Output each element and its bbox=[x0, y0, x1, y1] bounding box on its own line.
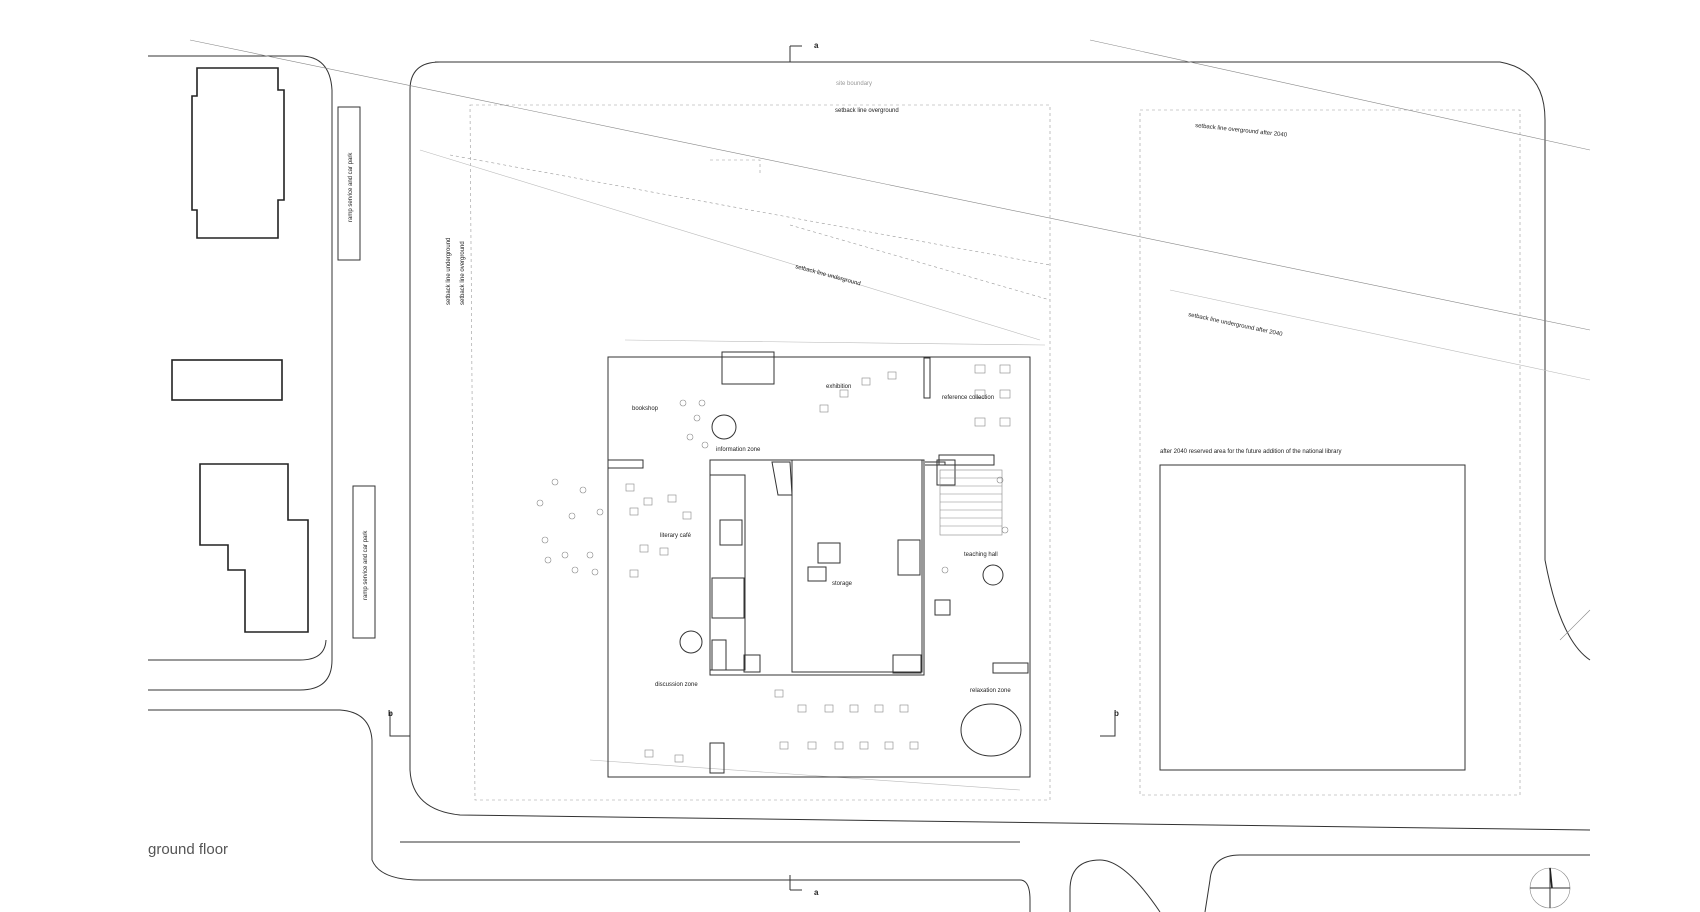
reserved-area bbox=[1159, 464, 1466, 771]
drawing-title: ground floor bbox=[148, 841, 228, 858]
label-ramp-bottom: ramp service and car park bbox=[363, 530, 369, 600]
label-reserved-area: after 2040 reserved area for the future … bbox=[1160, 449, 1341, 455]
label-reference-collection: reference collection bbox=[942, 395, 994, 401]
furniture bbox=[625, 364, 1022, 763]
label-literary-cafe: literary café bbox=[660, 533, 692, 539]
label-setback-underground-2040: setback line underground after 2040 bbox=[1188, 312, 1284, 338]
label-storage: storage bbox=[832, 581, 853, 587]
north-arrow-icon bbox=[1529, 867, 1571, 909]
street-lines bbox=[148, 39, 1591, 912]
library-building bbox=[607, 351, 1031, 778]
teaching-hall-seating bbox=[939, 469, 1004, 586]
label-relaxation-zone: relaxation zone bbox=[970, 688, 1011, 694]
tree-symbols bbox=[536, 399, 1009, 576]
neighbouring-buildings bbox=[171, 67, 376, 639]
label-teaching-hall: teaching hall bbox=[964, 552, 998, 558]
section-mark-b-left: b bbox=[388, 709, 393, 718]
label-ramp-top: ramp service and car park bbox=[348, 152, 354, 222]
label-bookshop: bookshop bbox=[632, 406, 659, 412]
label-setback-overground-2040: setback line overground after 2040 bbox=[1195, 123, 1288, 139]
label-information-zone: information zone bbox=[716, 447, 761, 453]
label-discussion-zone: discussion zone bbox=[655, 682, 698, 688]
section-markers bbox=[389, 45, 1116, 891]
setback-lines bbox=[419, 104, 1591, 801]
section-mark-a-top: a bbox=[814, 41, 819, 50]
label-site-boundary: site boundary bbox=[836, 81, 872, 87]
label-setback-underground: setback line underground bbox=[794, 264, 861, 287]
section-mark-b-right: b bbox=[1114, 709, 1119, 718]
label-exhibition: exhibition bbox=[826, 384, 851, 390]
section-mark-a-bottom: a bbox=[814, 888, 819, 897]
label-setback-overground-vertical: setback line overground bbox=[460, 241, 466, 305]
label-setback-underground-vertical: setback line underground bbox=[446, 238, 452, 305]
label-setback-overground: setback line overground bbox=[835, 108, 899, 114]
